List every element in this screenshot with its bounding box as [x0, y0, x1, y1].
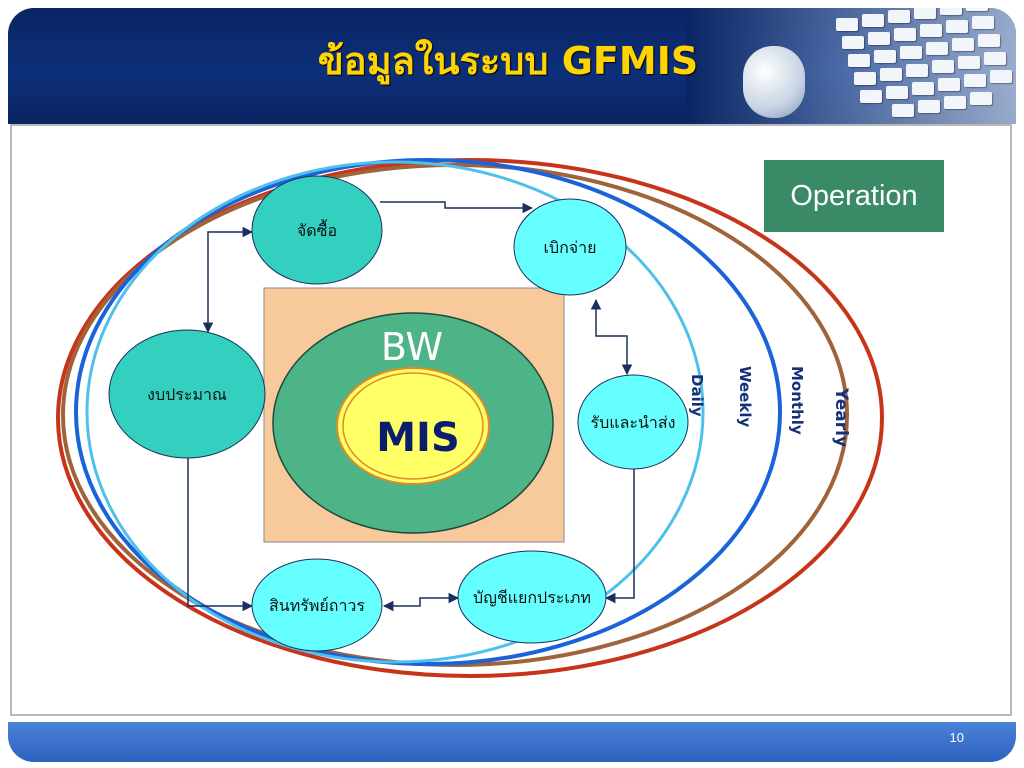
node-disbursement [513, 198, 627, 296]
arrow-budget-assets [187, 458, 254, 612]
arrow-assets-ledger [382, 592, 460, 612]
node-budget-label: งบประมาณ [147, 385, 227, 404]
daily-label: Daily [688, 374, 706, 417]
page-number: 10 [949, 730, 964, 745]
node-sub-ledger-label: บัญชีแยกประเภท [473, 588, 591, 607]
node-procurement [251, 175, 383, 285]
node-sub-ledger [457, 550, 607, 644]
weekly-ring [74, 158, 782, 666]
daily-ring [85, 160, 705, 664]
keyboard-mouse-photo [686, 8, 1016, 124]
arrow-receive-ledger [604, 468, 635, 604]
monthly-label: Monthly [788, 366, 806, 435]
bw-label: BW [381, 325, 443, 369]
node-fixed-assets-label: สินทรัพย์ถาวร [269, 596, 365, 615]
node-receive-remit [577, 374, 689, 470]
node-receive-remit-label: รับและนำส่ง [591, 413, 676, 432]
footer-bar: 10 [8, 722, 1016, 762]
node-fixed-assets [251, 558, 383, 652]
arrow-procurement-disbursement [380, 201, 534, 214]
arrow-budget-procurement [202, 226, 254, 334]
page-title: ข้อมูลในระบบ GFMIS [317, 39, 699, 83]
node-disbursement-label: เบิกจ่าย [543, 238, 596, 257]
mis-label: MIS [376, 415, 460, 461]
mis-circle-inner [342, 372, 484, 480]
operation-label: Operation [790, 179, 918, 212]
header-banner: ข้อมูลในระบบ GFMIS [8, 8, 1016, 124]
mis-circle-outer [336, 367, 490, 485]
operation-box: Operation [764, 160, 944, 232]
mouse-icon [743, 46, 805, 118]
yearly-label: Yearly [831, 387, 851, 447]
node-procurement-label: จัดซื้อ [297, 219, 337, 240]
weekly-label: Weekly [736, 366, 754, 427]
arrow-disbursement-receive [590, 298, 633, 376]
node-budget [108, 329, 266, 459]
